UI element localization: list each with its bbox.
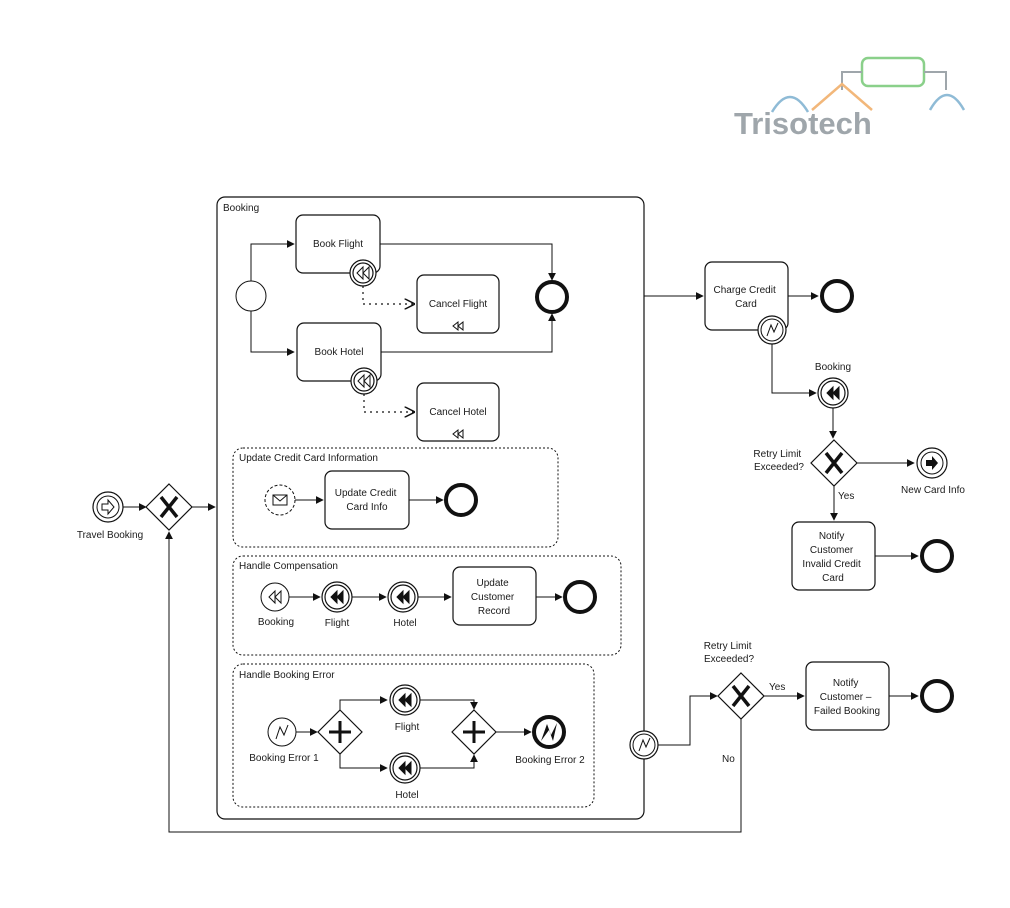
charge-error-boundary-icon	[757, 315, 787, 345]
travel-booking-label: Travel Booking	[77, 530, 143, 541]
handle-booking-error-label: Handle Booking Error	[239, 670, 335, 681]
update-cc-info-label: Update Credit Card Info	[335, 488, 399, 513]
notify-failed-end-event	[920, 679, 954, 713]
err-flight-label: Flight	[395, 722, 420, 733]
book-flight-label: Book Flight	[313, 239, 363, 250]
booking-error-2-label: Booking Error 2	[515, 755, 585, 766]
update-customer-record-label: Update Customer Record	[471, 578, 517, 617]
comp-booking-label: Booking	[258, 617, 294, 628]
book-hotel-compensation-boundary-icon	[350, 367, 378, 395]
update-cc-end-event	[444, 483, 478, 517]
retry-gateway-bottom	[717, 672, 765, 720]
compensation-marker-icon	[452, 320, 464, 332]
new-card-info-signal-icon	[916, 447, 948, 479]
compensation-end-event	[563, 580, 597, 614]
booking-error-boundary-icon	[629, 730, 659, 760]
error-end-event-icon	[532, 715, 566, 749]
notify-invalid-end-event	[920, 539, 954, 573]
cancel-flight-task[interactable]: Cancel Flight	[416, 274, 500, 334]
comp-flight-label: Flight	[325, 618, 350, 629]
retry-bottom-label: Retry Limit Exceeded?	[704, 641, 755, 665]
comp-hotel-label: Hotel	[393, 618, 416, 629]
handle-compensation-label: Handle Compensation	[239, 561, 338, 572]
booking-compensation-throw-icon	[817, 377, 849, 409]
retry-gateway-top	[810, 439, 858, 487]
charge-credit-card-label: Charge Credit Card	[713, 285, 778, 310]
update-cc-subprocess	[232, 447, 559, 548]
hotel-compensation-throw-icon	[387, 581, 419, 613]
update-cc-subprocess-label: Update Credit Card Information	[239, 453, 378, 464]
new-card-info-label: New Card Info	[901, 485, 965, 496]
notify-invalid-card-task[interactable]: Notify Customer Invalid Credit Card	[791, 521, 876, 591]
update-customer-record-task[interactable]: Update Customer Record	[452, 566, 537, 626]
retry-top-label: Retry Limit Exceeded?	[753, 449, 804, 473]
error-hotel-compensation-icon	[389, 752, 421, 784]
flight-compensation-throw-icon	[321, 581, 353, 613]
handle-compensation-subprocess	[232, 555, 622, 656]
notify-failed-booking-label: Notify Customer – Failed Booking	[814, 678, 880, 717]
error-start-event-icon	[267, 717, 297, 747]
exclusive-gateway-entry	[145, 483, 193, 531]
booking-start-event	[235, 280, 267, 312]
book-flight-task[interactable]: Book Flight	[295, 214, 381, 274]
handle-booking-error-subprocess	[232, 663, 595, 808]
parallel-split-gateway	[317, 709, 363, 755]
booking-comp-label: Booking	[815, 362, 851, 373]
parallel-join-gateway	[451, 709, 497, 755]
logo-text: Trisotech	[734, 106, 872, 141]
booking-subprocess	[216, 196, 645, 820]
booking-end-event	[535, 280, 569, 314]
compensation-start-event-icon	[260, 582, 290, 612]
error-flight-compensation-icon	[389, 684, 421, 716]
book-flight-compensation-boundary-icon	[349, 259, 377, 287]
message-start-event-icon	[264, 484, 296, 516]
trisotech-logo: Trisotech	[734, 56, 966, 141]
update-cc-info-task[interactable]: Update Credit Card Info	[324, 470, 410, 530]
booking-subprocess-label: Booking	[223, 203, 259, 214]
no-bottom-label: No	[722, 754, 735, 765]
compensation-marker-icon	[452, 428, 464, 440]
cancel-hotel-label: Cancel Hotel	[429, 407, 486, 418]
travel-booking-start-event	[92, 491, 124, 523]
cancel-hotel-task[interactable]: Cancel Hotel	[416, 382, 500, 442]
err-hotel-label: Hotel	[395, 790, 418, 801]
notify-invalid-card-label: Notify Customer Invalid Credit Card	[802, 531, 863, 584]
book-hotel-label: Book Hotel	[315, 347, 364, 358]
charge-credit-card-task[interactable]: Charge Credit Card	[704, 261, 789, 331]
yes-bottom-label: Yes	[769, 682, 785, 693]
yes-top-label: Yes	[838, 491, 854, 502]
cancel-flight-label: Cancel Flight	[429, 299, 488, 310]
notify-failed-booking-task[interactable]: Notify Customer – Failed Booking	[805, 661, 890, 731]
charge-end-event	[820, 279, 854, 313]
booking-error-1-label: Booking Error 1	[249, 753, 319, 764]
